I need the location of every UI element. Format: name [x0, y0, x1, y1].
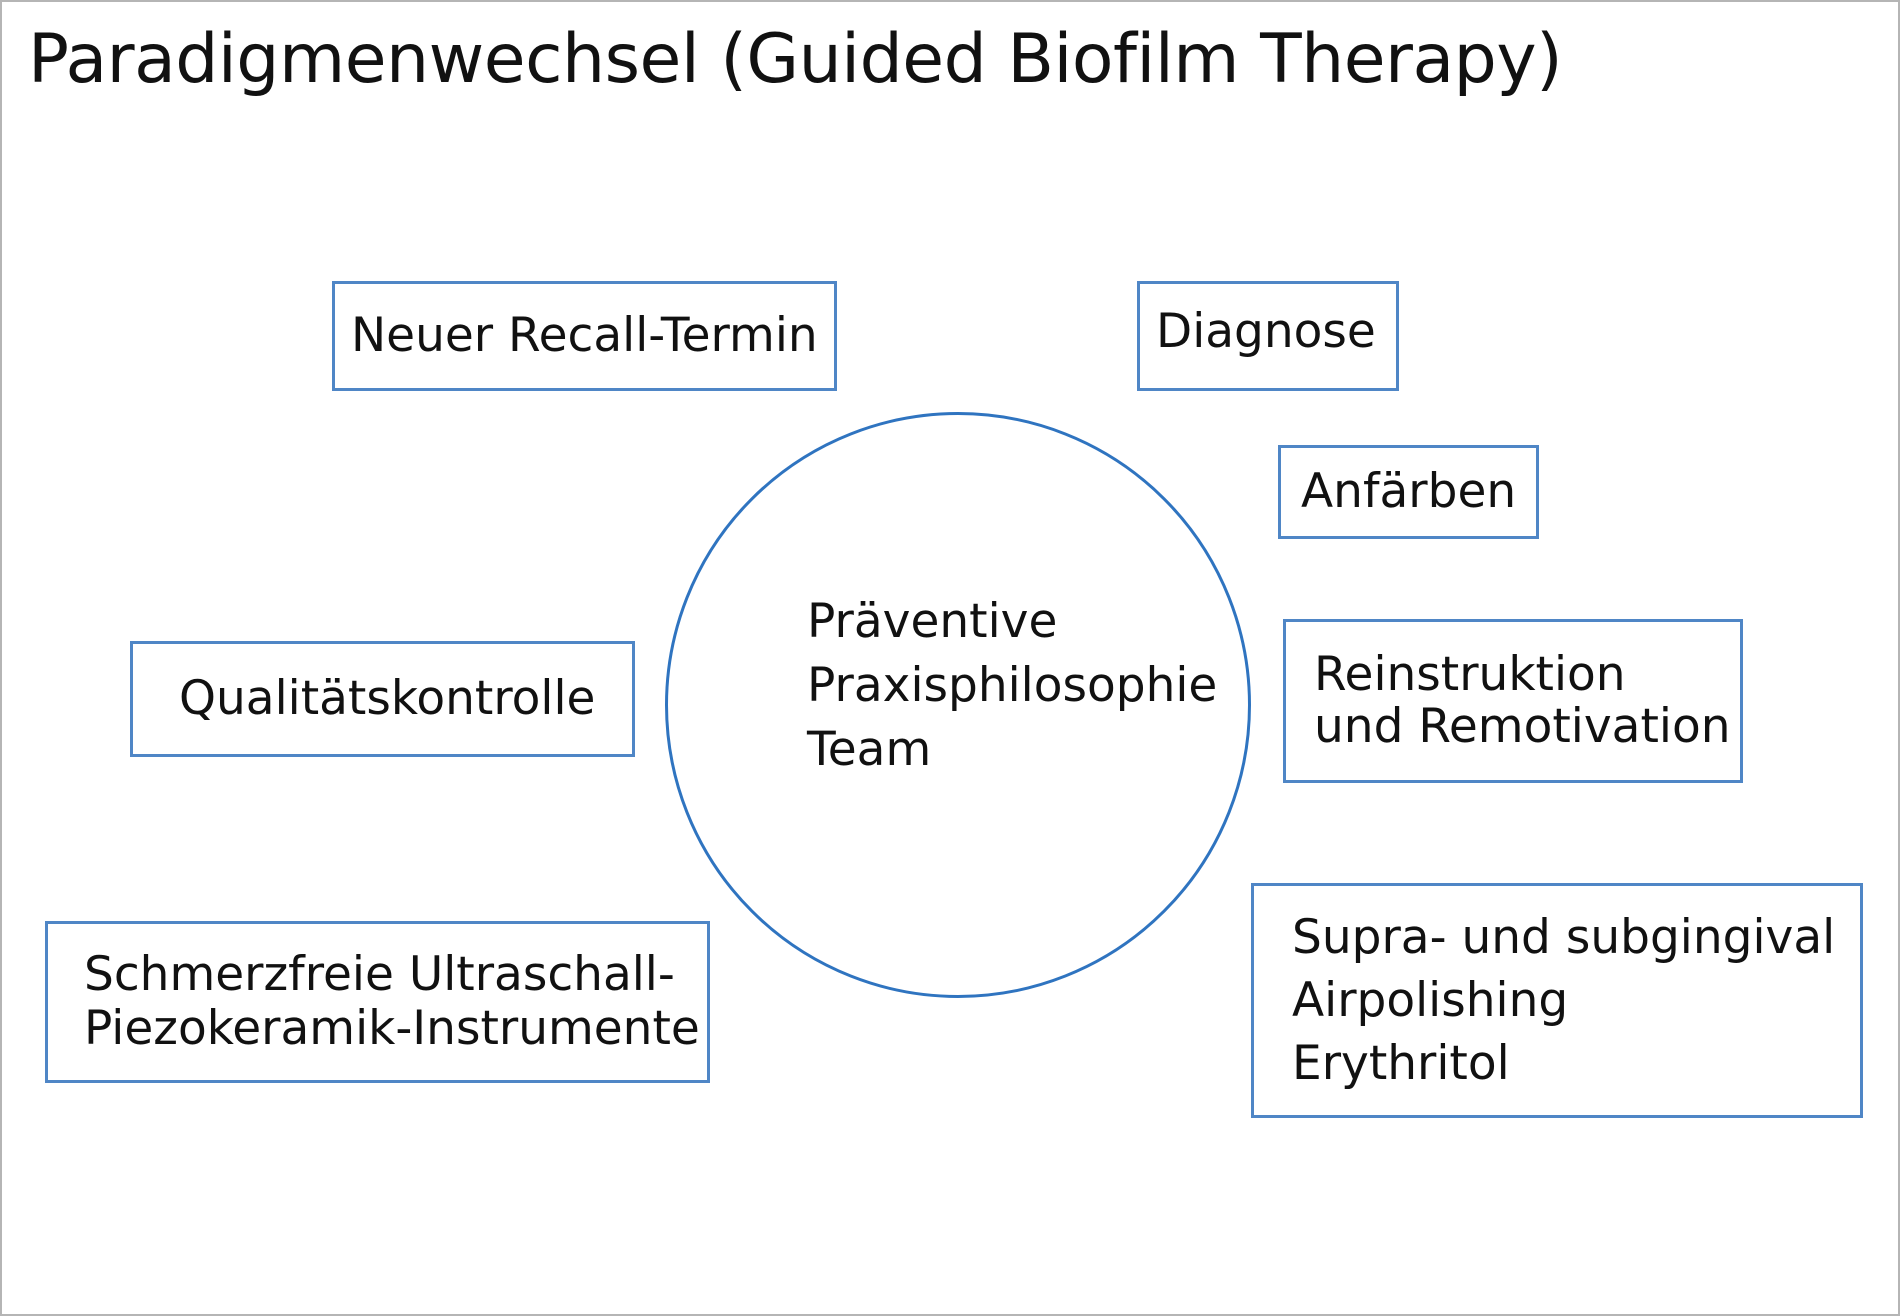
box-reinstruktion: Reinstruktion und Remotivation — [1283, 619, 1743, 783]
box-line-2: Airpolishing — [1292, 973, 1569, 1028]
box-line-2: und Remotivation — [1314, 699, 1731, 754]
box-line: Neuer Recall-Termin — [351, 308, 818, 363]
center-label: Präventive Praxisphilosophie Team — [807, 590, 1217, 782]
box-line-2: Piezokeramik-Instrumente — [84, 1001, 700, 1056]
box-neuer-recall-termin: Neuer Recall-Termin — [332, 281, 837, 391]
center-line-2: Praxisphilosophie — [807, 658, 1218, 713]
box-line-1: Reinstruktion — [1314, 647, 1626, 702]
box-line: Anfärben — [1301, 464, 1517, 519]
center-line-3: Team — [807, 722, 932, 777]
diagram-title: Paradigmenwechsel (Guided Biofilm Therap… — [28, 20, 1563, 99]
box-line: Qualitätskontrolle — [179, 671, 596, 726]
box-schmerzfreie-instrumente: Schmerzfreie Ultraschall- Piezokeramik-I… — [45, 921, 710, 1083]
center-circle — [665, 412, 1251, 998]
box-anfaerben: Anfärben — [1278, 445, 1539, 539]
box-line-1: Supra- und subgingival — [1292, 910, 1836, 965]
center-line-1: Präventive — [807, 594, 1058, 649]
box-line-3: Erythritol — [1292, 1036, 1510, 1091]
box-qualitaetskontrolle: Qualitätskontrolle — [130, 641, 635, 757]
box-diagnose: Diagnose — [1137, 281, 1399, 391]
box-line: Diagnose — [1156, 304, 1376, 359]
box-airpolishing: Supra- und subgingival Airpolishing Eryt… — [1251, 883, 1863, 1118]
box-line-1: Schmerzfreie Ultraschall- — [84, 947, 675, 1002]
